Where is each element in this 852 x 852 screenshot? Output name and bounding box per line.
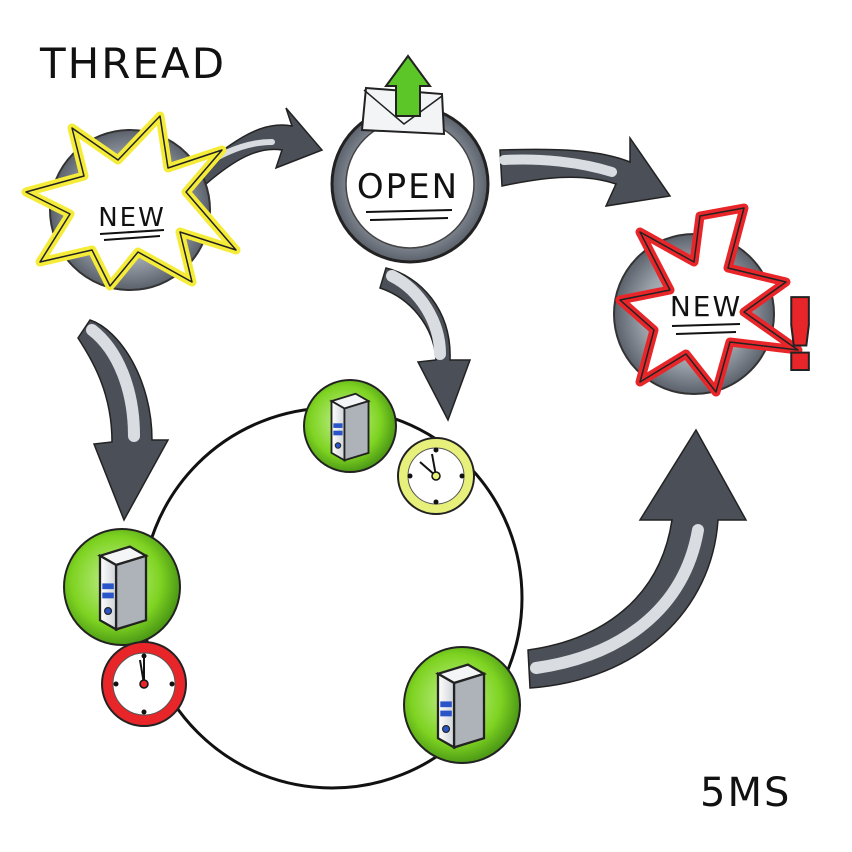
arrow-loop-up xyxy=(527,428,748,689)
server-top xyxy=(303,379,397,473)
arrow-new-down xyxy=(77,319,170,522)
state-label-open: OPEN xyxy=(357,167,459,207)
state-new-again: NEW ! xyxy=(613,203,824,397)
server-icon xyxy=(330,392,370,462)
envelope-icon xyxy=(360,54,446,136)
state-open: OPEN xyxy=(330,54,490,264)
state-label-new-again: NEW xyxy=(670,290,742,323)
state-label-new-start: NEW xyxy=(98,203,166,233)
arrow-open-down xyxy=(379,267,472,422)
clock-yellow xyxy=(397,437,475,515)
clock-red xyxy=(101,641,187,727)
diagram-title: THREAD xyxy=(39,39,226,88)
server-icon xyxy=(98,545,148,631)
exclamation-mark: ! xyxy=(777,277,823,394)
arrow-new-to-open xyxy=(197,107,324,186)
server-left xyxy=(63,528,181,646)
server-right xyxy=(403,646,521,764)
clock-icon xyxy=(101,641,187,727)
clock-icon xyxy=(397,437,475,515)
server-icon xyxy=(436,663,486,749)
timing-label: 5MS xyxy=(700,770,791,816)
state-new-start: NEW xyxy=(21,111,241,291)
arrow-open-to-new xyxy=(499,135,672,207)
